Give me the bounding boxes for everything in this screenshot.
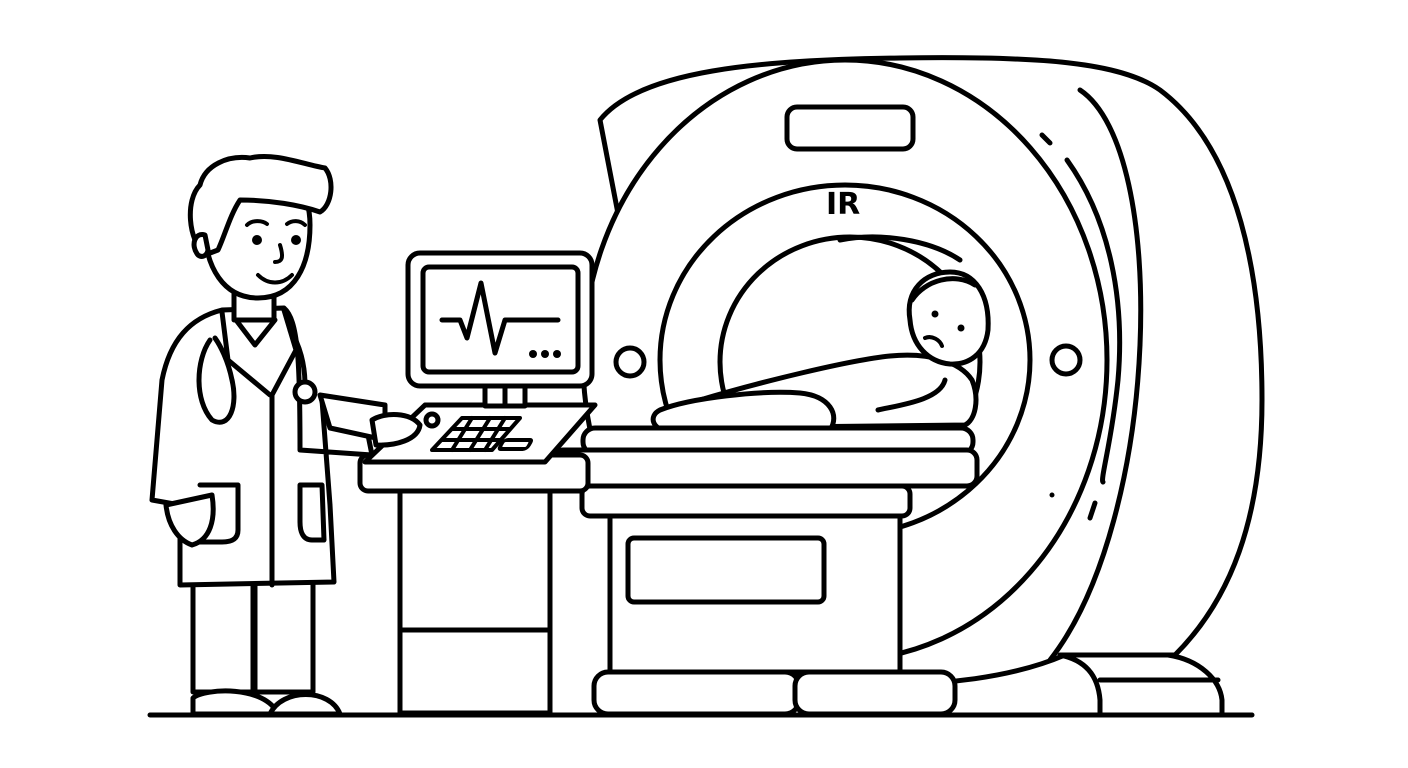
patient-arm	[875, 377, 948, 413]
doctor-lapel-right	[269, 307, 299, 398]
console-knob	[423, 411, 441, 429]
console-leg-left	[397, 488, 553, 716]
monitor-screen	[420, 264, 581, 375]
scanner-label: IR	[826, 187, 860, 222]
doctor-hair	[187, 153, 334, 258]
doctor-nose	[273, 243, 285, 264]
doctor	[149, 153, 423, 717]
doctor-eye-left	[252, 235, 262, 245]
scanner-arc-detail	[1064, 157, 1123, 485]
doctor-pocket-right	[297, 482, 327, 543]
table-panel	[625, 535, 827, 605]
patient	[650, 269, 991, 435]
doctor-leg-right	[252, 577, 316, 695]
table-carriage	[579, 483, 913, 519]
scanner-left-knob	[613, 345, 647, 379]
patient-cap	[909, 276, 978, 303]
stethoscope-icon	[196, 335, 237, 425]
scanner-right-knob	[1049, 343, 1083, 377]
doctor-hand-right	[369, 412, 423, 448]
stethoscope-chestpiece	[292, 379, 318, 405]
doctor-brow-left	[245, 219, 269, 227]
table-top	[550, 447, 980, 489]
doctor-ear	[191, 232, 211, 259]
doctor-brow-right	[285, 219, 307, 227]
heartbeat-waveform-icon	[439, 280, 561, 356]
doctor-pocket-left	[197, 482, 241, 545]
doctor-leg-left	[190, 577, 256, 695]
doctor-eye-right	[291, 235, 301, 245]
patient-eye-right	[957, 324, 965, 332]
table-base-right	[792, 669, 958, 717]
control-console	[256, 250, 598, 716]
scanner-top-slot	[784, 104, 916, 152]
patient-head	[906, 269, 991, 367]
scanner-arc-tick-top	[1039, 132, 1053, 146]
bore-depth-curve	[837, 234, 963, 263]
table-base-left	[591, 669, 802, 717]
doctor-collar	[233, 317, 278, 348]
doctor-smile	[256, 273, 294, 285]
monitor-indicator-dots	[529, 350, 561, 358]
patient-table	[550, 425, 980, 717]
patient-eye-left	[931, 310, 939, 318]
scanner-arc-tick-bottom	[1087, 500, 1098, 521]
doctor-shoe-right	[267, 692, 343, 717]
doctor-hand-left	[163, 492, 216, 548]
patient-mouth	[923, 335, 944, 348]
scanner-side-curve	[1047, 87, 1144, 663]
